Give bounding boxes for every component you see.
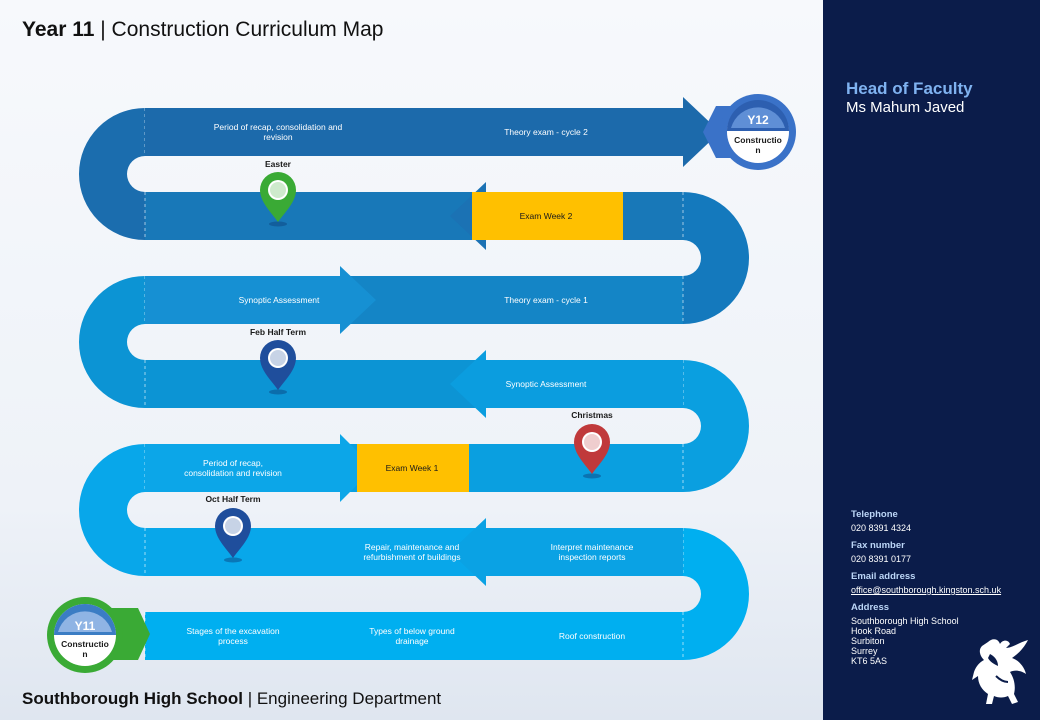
row3-arrow <box>145 434 374 502</box>
topic-roof: Roof construction <box>559 631 625 641</box>
topic-synoptic-1: Synoptic Assessment <box>239 295 320 305</box>
telephone-value: 020 8391 4324 <box>851 523 912 533</box>
svg-text:Constructio: Constructio <box>734 135 782 145</box>
svg-text:Oct Half Term: Oct Half Term <box>205 494 261 504</box>
svg-text:consolidation and revision: consolidation and revision <box>184 468 282 478</box>
svg-text:revision: revision <box>263 132 293 142</box>
contact-sidebar: Head of Faculty Ms Mahum Javed Telephone… <box>823 0 1040 720</box>
svg-text:n: n <box>82 649 87 659</box>
row2-arrow <box>450 518 683 586</box>
topic-recap-1: Period of recap, <box>203 458 263 468</box>
easter-pin: Easter <box>260 159 296 227</box>
road-turn-2 <box>79 444 145 576</box>
head-of-faculty-name: Ms Mahum Javed <box>846 99 965 116</box>
telephone-block: Telephone 020 8391 4324 <box>851 509 912 534</box>
topic-drainage: Types of below ground <box>369 626 455 636</box>
svg-text:Feb Half Term: Feb Half Term <box>250 327 306 337</box>
curriculum-roadmap: Y11 Constructio n Y12 Constructio n Stag… <box>47 94 796 673</box>
exam-week-1-box <box>357 444 469 492</box>
svg-text:process: process <box>218 636 248 646</box>
svg-text:Christmas: Christmas <box>571 410 613 420</box>
fax-value: 020 8391 0177 <box>851 554 912 564</box>
exam-week-2: Exam Week 2 <box>520 211 573 221</box>
y11-label: Y11 <box>75 619 96 633</box>
address-block: Address Southborough High School Hook Ro… <box>851 602 959 667</box>
griffin-logo-icon <box>972 639 1028 704</box>
svg-text:drainage: drainage <box>395 636 428 646</box>
svg-text:Constructio: Constructio <box>61 639 109 649</box>
y12-end-badge: Y12 Constructio n <box>703 94 796 170</box>
topic-excavation: Stages of the excavation <box>186 626 279 636</box>
road-turn-3 <box>683 360 749 492</box>
footer-school-dept: Southborough High School | Engineering D… <box>22 689 442 708</box>
topic-synoptic-2: Synoptic Assessment <box>506 379 587 389</box>
row7-arrow <box>145 97 720 167</box>
oct-half-term-pin: Oct Half Term <box>205 494 261 563</box>
topic-repair: Repair, maintenance and <box>365 542 460 552</box>
svg-text:n: n <box>755 145 760 155</box>
page-title: Year 11 | Construction Curriculum Map <box>22 18 384 41</box>
exam-week-1: Exam Week 1 <box>386 463 439 473</box>
feb-half-term-pin: Feb Half Term <box>250 327 306 395</box>
road-turn-5 <box>683 192 749 324</box>
road-turn-6 <box>79 108 145 240</box>
row4-arrow <box>450 350 683 418</box>
road-turn-4 <box>79 276 145 408</box>
row5-arrow <box>145 266 376 334</box>
topic-theory-cycle-1: Theory exam - cycle 1 <box>504 295 588 305</box>
road-band-1 <box>145 612 683 660</box>
topic-maintenance-reports: Interpret maintenance <box>551 542 634 552</box>
topic-recap-2: Period of recap, consolidation and <box>214 122 343 132</box>
svg-text:inspection reports: inspection reports <box>558 552 625 562</box>
topic-theory-cycle-2: Theory exam - cycle 2 <box>504 127 588 137</box>
head-of-faculty-label: Head of Faculty <box>846 79 973 98</box>
email-block: Email address office@southborough.kingst… <box>851 571 1002 596</box>
exam-week-2-box <box>472 192 623 240</box>
road-turn-1 <box>683 528 749 660</box>
svg-text:Easter: Easter <box>265 159 292 169</box>
email-link[interactable]: office@southborough.kingston.sch.uk <box>851 585 1002 595</box>
christmas-pin: Christmas <box>571 410 613 479</box>
fax-block: Fax number 020 8391 0177 <box>851 540 912 565</box>
y11-start-badge: Y11 Constructio n <box>47 597 150 673</box>
y12-label: Y12 <box>747 113 769 127</box>
svg-text:refurbishment of buildings: refurbishment of buildings <box>363 552 460 562</box>
